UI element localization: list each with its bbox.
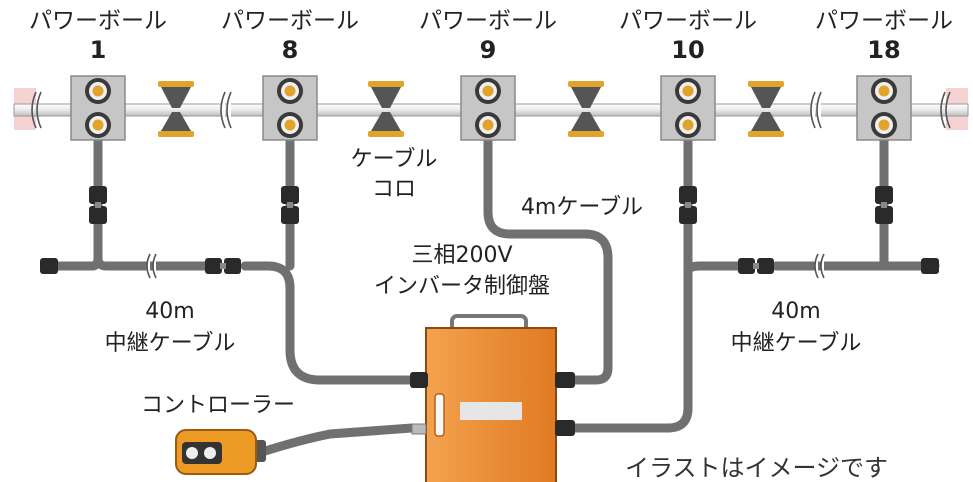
relay-cable-label: 中継ケーブル — [731, 331, 862, 356]
cables — [50, 135, 940, 457]
inverter-label: 三相200V — [411, 243, 512, 268]
relay-cable-label: 中継ケーブル — [105, 331, 236, 356]
illustration-note: イラストはイメージです — [625, 454, 888, 482]
relay-cable-length: 40m — [145, 299, 194, 324]
cable-roller-label: ケーブル — [351, 147, 438, 172]
controller-label: コントローラー — [141, 393, 295, 418]
connectors — [40, 186, 939, 274]
pulley-unit-icon — [262, 75, 318, 141]
connector-icon — [281, 186, 299, 224]
inverter-label: インバータ制御盤 — [374, 274, 550, 299]
power-ball-label: パワーボール — [419, 8, 557, 34]
power-ball-labels: パワーボール 1 パワーボール 8 パワーボール 9 パワーボール 10 パワー… — [29, 8, 953, 64]
connector-end-icon — [40, 258, 58, 274]
cable-4m-label: 4mケーブル — [521, 195, 643, 220]
relay-cable-length: 40m — [771, 299, 820, 324]
relay-break-marks — [146, 253, 825, 279]
power-ball-number: 8 — [282, 36, 299, 64]
power-ball-label: パワーボール — [815, 8, 953, 34]
power-ball-label: パワーボール — [29, 8, 167, 34]
power-ball-number: 1 — [90, 36, 107, 64]
power-ball-number: 9 — [480, 36, 497, 64]
connector-end-icon — [921, 258, 939, 274]
power-ball-label: パワーボール — [221, 8, 359, 34]
connector-icon — [679, 186, 697, 224]
power-ball-label: パワーボール — [619, 8, 757, 34]
power-ball-number: 10 — [671, 36, 704, 64]
cable-roller-label: コロ — [372, 177, 416, 202]
control-cabinet-icon — [410, 314, 575, 482]
connector-icon — [89, 186, 107, 224]
connector-icon — [875, 186, 893, 224]
connector-icon — [205, 258, 241, 274]
power-ball-number: 18 — [867, 36, 900, 64]
pulley-unit-icon — [70, 75, 126, 141]
pendant-controller-icon — [175, 429, 266, 475]
connector-icon — [738, 258, 774, 274]
pulley-unit-icon — [660, 75, 716, 141]
pulley-unit-icon — [460, 75, 516, 141]
pulley-unit-icon — [856, 75, 912, 141]
